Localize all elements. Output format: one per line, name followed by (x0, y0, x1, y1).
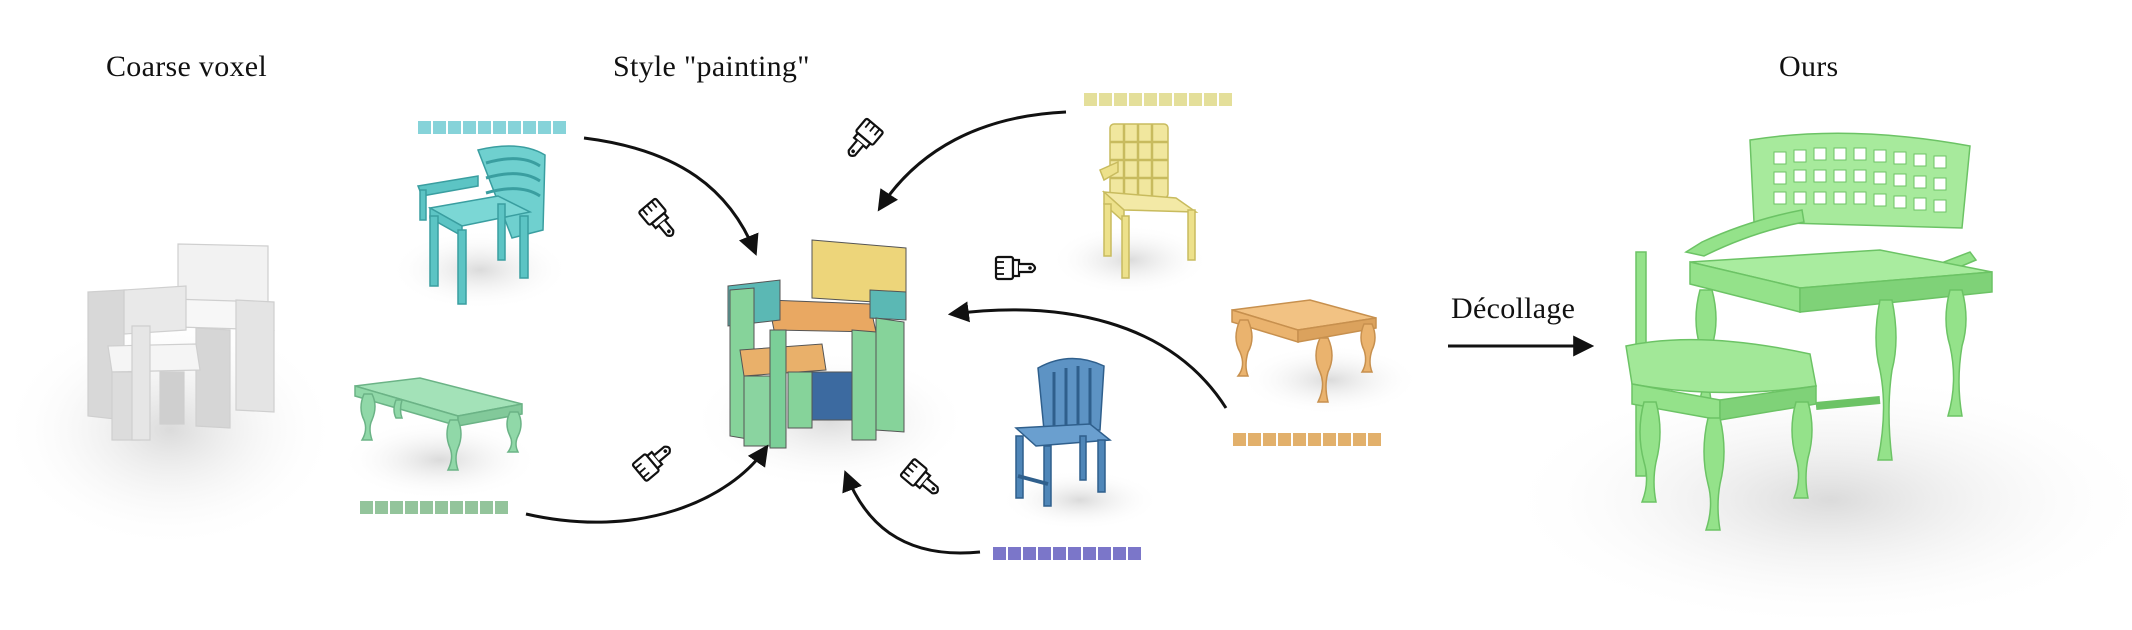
table-shadow (1240, 345, 1420, 415)
cyan-chair-shadow (390, 230, 570, 310)
style-vector-yellow (1084, 93, 1232, 106)
brush-icon (994, 255, 1037, 281)
brush-icon (631, 438, 678, 483)
arrow-from-yellow (877, 110, 1067, 212)
arrow-from-orange (947, 301, 1228, 409)
yellow-chair-shadow (1050, 225, 1210, 295)
arrow-from-blue (842, 470, 981, 555)
decollage-label: Décollage (1451, 292, 1576, 325)
painted-coarse-shape (727, 239, 907, 449)
coarse-voxel-shape (87, 243, 275, 441)
arrow-from-green (525, 444, 769, 524)
arrow-from-cyan (583, 136, 759, 256)
bench-shadow (340, 420, 540, 500)
style-vector-cyan (418, 121, 566, 134)
result-shadow (1500, 370, 2132, 630)
yellow-chair (1099, 123, 1199, 279)
green-bench (354, 377, 523, 471)
style-vector-blue (993, 547, 1141, 560)
style-vector-orange (1233, 433, 1381, 446)
ours-label: Ours (1779, 50, 1839, 83)
cyan-chair (416, 145, 546, 305)
brush-icon (840, 117, 885, 164)
result-shape (1625, 132, 1993, 531)
brush-icon (637, 197, 682, 244)
orange-table (1231, 299, 1377, 403)
style-vector-green (360, 501, 508, 514)
blue-chair (1014, 357, 1112, 507)
coarse-voxel-label: Coarse voxel (106, 50, 268, 83)
style-painting-label: Style "painting" (613, 50, 810, 83)
blue-chair-shadow (1000, 470, 1160, 530)
